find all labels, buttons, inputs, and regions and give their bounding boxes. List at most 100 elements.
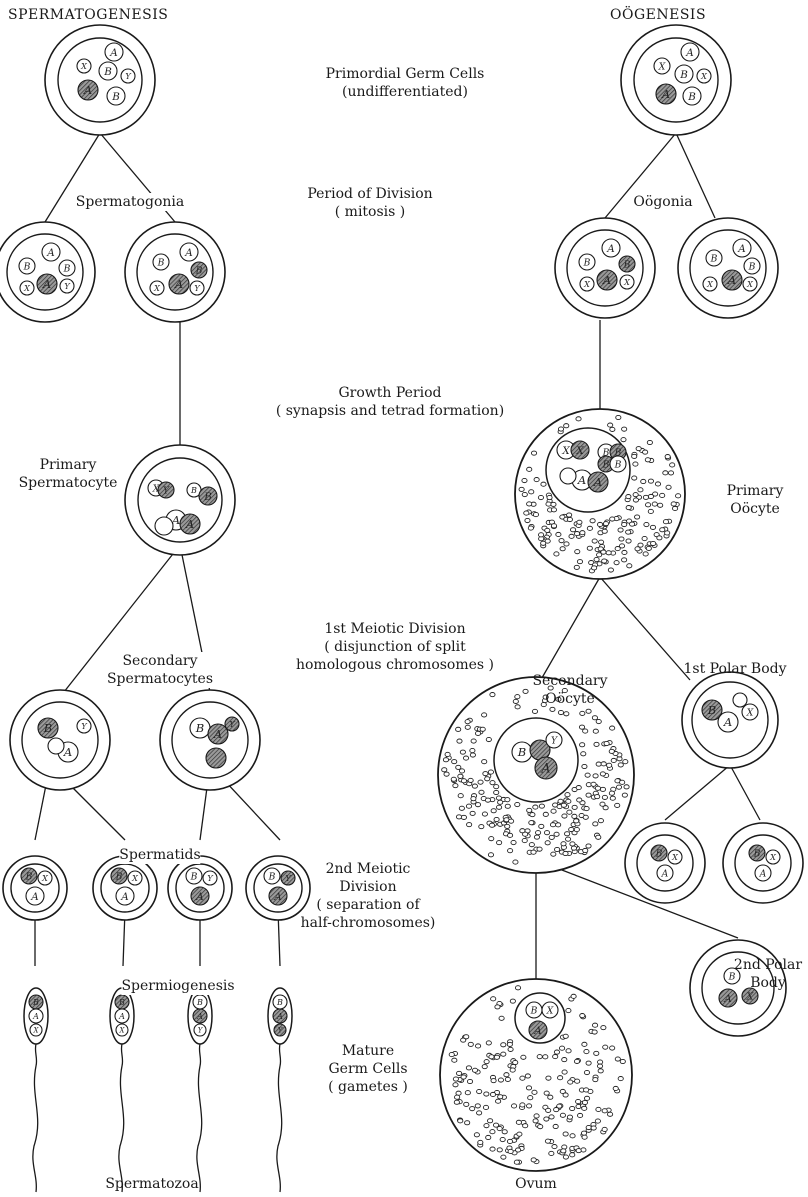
chromosome-letter: B: [614, 447, 622, 458]
yolk-granule: [609, 426, 616, 432]
chromosome-letter: A: [577, 473, 586, 487]
yolk-granule: [591, 538, 598, 544]
lineage-line: [535, 859, 739, 939]
yolk-granule: [559, 1112, 566, 1118]
yolk-granule: [583, 1095, 591, 1101]
yolk-granule: [531, 708, 539, 714]
chromosome-letter: A: [685, 47, 693, 59]
yolk-granule: [563, 711, 570, 717]
yolk-granule: [508, 818, 515, 824]
yolk-granule: [585, 708, 592, 714]
chromosome-letter: Y: [194, 284, 200, 293]
yolk-granule: [592, 821, 599, 827]
yolk-granule: [522, 688, 529, 694]
yolk-granule: [455, 726, 462, 732]
chromosome-letter: B: [710, 253, 718, 264]
chromosome: [741, 703, 759, 721]
yolk-granule: [667, 470, 675, 476]
yolk-granule: [657, 502, 664, 508]
chromosome: [280, 870, 296, 886]
yolk-granule: [600, 761, 607, 767]
chromosome: [110, 867, 128, 885]
chromosome: [106, 86, 126, 106]
yolk-granule: [592, 1022, 599, 1028]
chromosome: [192, 1008, 208, 1024]
yolk-granule: [606, 762, 613, 768]
yolk-granule: [642, 551, 649, 557]
yolk-granule: [629, 521, 636, 527]
yolk-granule: [645, 545, 652, 551]
chromosome-letter: Y: [198, 1027, 204, 1035]
chromosome: [656, 864, 674, 882]
yolk-granule: [600, 549, 607, 555]
yolk-granule: [573, 818, 580, 824]
yolk-granule: [493, 784, 500, 790]
chromosome: [115, 1023, 129, 1037]
yolk-granule: [500, 1042, 507, 1048]
secondary-spermatocyte-1: BAY: [9, 689, 111, 791]
yolk-granule: [544, 1138, 551, 1144]
yolk-granule: [528, 489, 535, 495]
yolk-granule: [585, 1060, 592, 1066]
chromosome-letter: A: [723, 715, 732, 729]
yolk-granule: [609, 795, 616, 801]
yolk-granule: [467, 777, 474, 783]
yolk-granule: [496, 1147, 503, 1153]
yolk-granule: [557, 798, 564, 804]
chromosome: [765, 849, 781, 865]
chromosome-letter: Y: [285, 874, 291, 883]
yolk-granule: [642, 494, 650, 500]
yolk-granule: [582, 847, 589, 854]
chromosome: [47, 737, 65, 755]
nucleus: [636, 834, 694, 892]
chromosome-letter: B: [63, 263, 71, 274]
yolk-granule: [664, 530, 671, 536]
yolk-granule: [532, 804, 539, 810]
yolk-granule: [575, 1148, 582, 1154]
yolk-granule: [464, 719, 471, 725]
lineage-line: [599, 576, 691, 681]
yolk-granule: [649, 524, 657, 530]
yolk-granule: [528, 842, 535, 848]
yolk-granule: [469, 810, 476, 816]
yolk-granule: [601, 1126, 608, 1133]
yolk-granule: [594, 1118, 601, 1124]
yolk-granule: [568, 826, 575, 833]
chromosome: [127, 870, 143, 886]
chromosome-letter: B: [157, 257, 165, 268]
yolk-granule: [631, 475, 638, 481]
yolk-granule: [514, 985, 522, 991]
yolk-granule: [526, 466, 533, 472]
yolk-granule: [490, 808, 497, 814]
yolk-granule: [493, 789, 500, 796]
yolk-granule: [631, 453, 638, 459]
label-primary-spermatocyte: Primary Spermatocyte: [18, 457, 118, 491]
yolk-granule: [510, 839, 517, 846]
yolk-granule: [479, 726, 486, 732]
yolk-granule: [519, 1102, 526, 1108]
yolk-granule: [581, 1134, 588, 1140]
chromosome: [578, 253, 596, 271]
yolk-granule: [443, 771, 450, 777]
chromosome: [76, 58, 92, 74]
yolk-granule: [602, 521, 610, 527]
chromosome-letter: Y: [207, 874, 213, 883]
yolk-granule: [444, 751, 451, 757]
chromosome-letter: A: [171, 513, 180, 527]
yolk-granule: [494, 1004, 501, 1010]
lineage-line: [44, 132, 101, 223]
yolk-granule: [464, 724, 471, 730]
yolk-granule: [647, 478, 654, 484]
chromosome-letter: A: [32, 1012, 39, 1021]
yolk-granule: [483, 1091, 490, 1097]
chromosome: [667, 849, 683, 865]
chromosome: [742, 276, 758, 292]
yolk-granule: [597, 1068, 604, 1074]
yolk-granule: [467, 1041, 474, 1047]
chromosome: [18, 257, 36, 275]
yolk-granule: [602, 805, 609, 811]
chromosome-letter: A: [661, 87, 670, 101]
